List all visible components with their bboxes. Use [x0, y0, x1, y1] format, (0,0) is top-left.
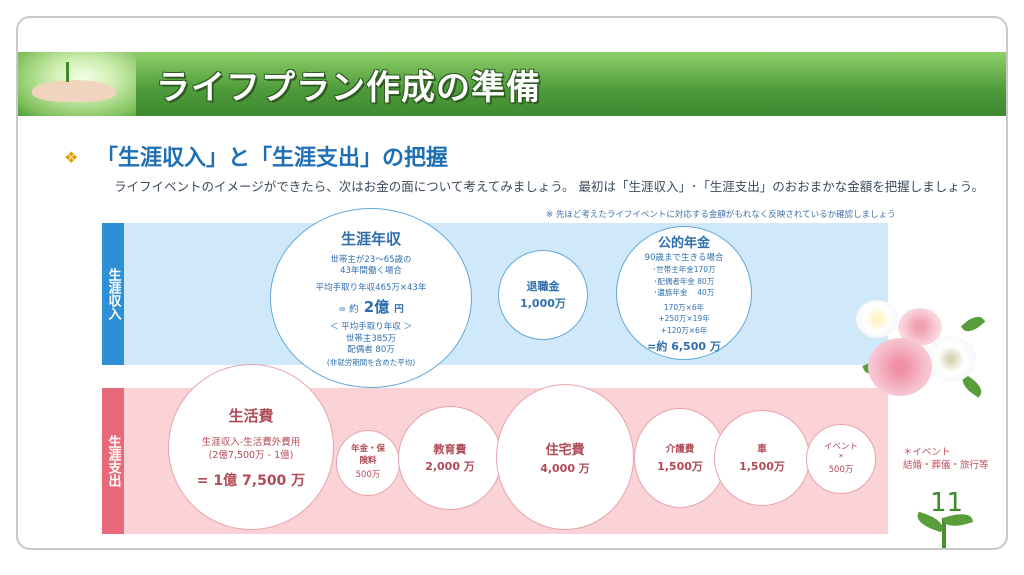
housing-value: 4,000 万: [540, 461, 590, 475]
event-note-title: ＊イベント: [903, 447, 951, 458]
diamond-bullet-icon: ❖: [64, 148, 79, 167]
pension-insurance-circle: 年金・保険料 500万: [336, 430, 400, 496]
leaf-decoration: [960, 312, 986, 336]
pension-calc-1: 170万×6年: [663, 302, 705, 312]
education-circle: 教育費 2,000 万: [398, 406, 502, 510]
nursing-care-value: 1,500万: [657, 459, 703, 473]
pension-line-4: ･遺族年金 40万: [653, 288, 715, 298]
car-value: 1,500万: [739, 459, 785, 473]
retirement-circle: 退職金 1,000万: [498, 250, 588, 340]
pension-calc-3: +120万×6年: [660, 325, 708, 335]
car-title: 車: [757, 443, 767, 455]
page-number: 11: [930, 488, 964, 518]
salary-amount-prefix: = 約: [338, 304, 359, 316]
title-banner: [18, 52, 1006, 116]
nursing-care-circle: 介護費 1,500万: [634, 408, 726, 508]
pension-circle: 公的年金 90歳まで生きる場合 ･世帯主年金170万 ･配偶者年金 80万 ･遺…: [616, 226, 752, 360]
living-line-2: (2億7,500万 - 1億): [208, 449, 294, 461]
pension-insurance-value: 500万: [355, 470, 381, 481]
retirement-value: 1,000万: [520, 296, 566, 310]
flower-decoration: [856, 300, 898, 338]
pension-calc-2: +250万×19年: [658, 314, 710, 324]
slide-frame: ライフプラン作成の準備 ❖ 「生涯収入」と「生涯支出」の把握 ライフイベントのイ…: [16, 16, 1008, 550]
living-title: 生活費: [228, 406, 274, 425]
event-circle: イベント * 500万: [806, 424, 876, 494]
hand-image: [32, 80, 116, 102]
car-circle: 車 1,500万: [714, 410, 810, 506]
salary-line-2: 43年間働く場合: [340, 266, 402, 277]
salary-amount-unit: 円: [394, 304, 404, 316]
pension-line-3: ･配偶者年金 80万: [653, 276, 715, 286]
lifetime-salary-circle: 生涯年収 世帯主が23～65歳の 43年間働く場合 平均手取り年収465万×43…: [270, 208, 472, 388]
pension-line-2: ･世帯主年金170万: [652, 265, 716, 275]
nursing-care-title: 介護費: [665, 443, 695, 455]
pension-title: 公的年金: [657, 235, 710, 251]
income-label: 生涯収入: [102, 223, 124, 365]
slide-title: ライフプラン作成の準備: [156, 68, 541, 108]
event-value: 500万: [828, 464, 854, 475]
housing-circle: 住宅費 4,000 万: [496, 384, 634, 530]
education-value: 2,000 万: [425, 459, 475, 473]
salary-sub-3: 配偶者 80万: [347, 345, 395, 356]
salary-sub-1: ＜ 平均手取り年収 ＞: [330, 322, 412, 333]
living-total: = 1億 7,500 万: [196, 472, 306, 489]
section-heading: 「生涯収入」と「生涯支出」の把握: [96, 146, 449, 171]
flower-decoration: [926, 336, 976, 382]
education-title: 教育費: [433, 442, 467, 456]
event-mark: *: [838, 453, 844, 464]
pension-line-1: 90歳まで生きる場合: [644, 252, 724, 263]
sprout-icon: [66, 62, 77, 82]
salary-sub-4: (非就労期間を含めた平均): [326, 357, 416, 367]
living-line-1: 生涯収入-生活費外費用: [201, 436, 301, 448]
event-title: イベント: [823, 441, 858, 452]
salary-line-1: 世帯主が23～65歳の: [330, 254, 412, 265]
salary-sub-2: 世帯主385万: [345, 333, 397, 344]
salary-amount: = 約 2億 円: [338, 296, 404, 317]
salary-line-3: 平均手取り年収465万×43年: [315, 282, 427, 293]
intro-text: ライフイベントのイメージができたら、次はお金の面について考えてみましょう。 最初…: [114, 179, 984, 194]
living-cost-circle: 生活費 生涯収入-生活費外費用 (2億7,500万 - 1億) = 1億 7,5…: [168, 364, 334, 530]
flower-decoration: [868, 338, 932, 396]
sprout-stem: [942, 518, 946, 548]
housing-title: 住宅費: [545, 442, 585, 458]
expense-label: 生涯支出: [102, 388, 124, 534]
retirement-title: 退職金: [526, 279, 560, 293]
event-note: ＊イベント 結婚・葬儀・旅行等: [903, 446, 989, 472]
salary-amount-value: 2億: [363, 298, 390, 317]
pension-total: =約 6,500 万: [647, 340, 721, 354]
event-note-detail: 結婚・葬儀・旅行等: [903, 460, 989, 471]
pension-insurance-title: 年金・保険料: [350, 444, 385, 466]
lifetime-salary-title: 生涯年収: [340, 229, 401, 248]
check-note: ※ 先ほど考えたライフイベントに対応する金額がもれなく反映されているか確認しまし…: [546, 210, 896, 220]
